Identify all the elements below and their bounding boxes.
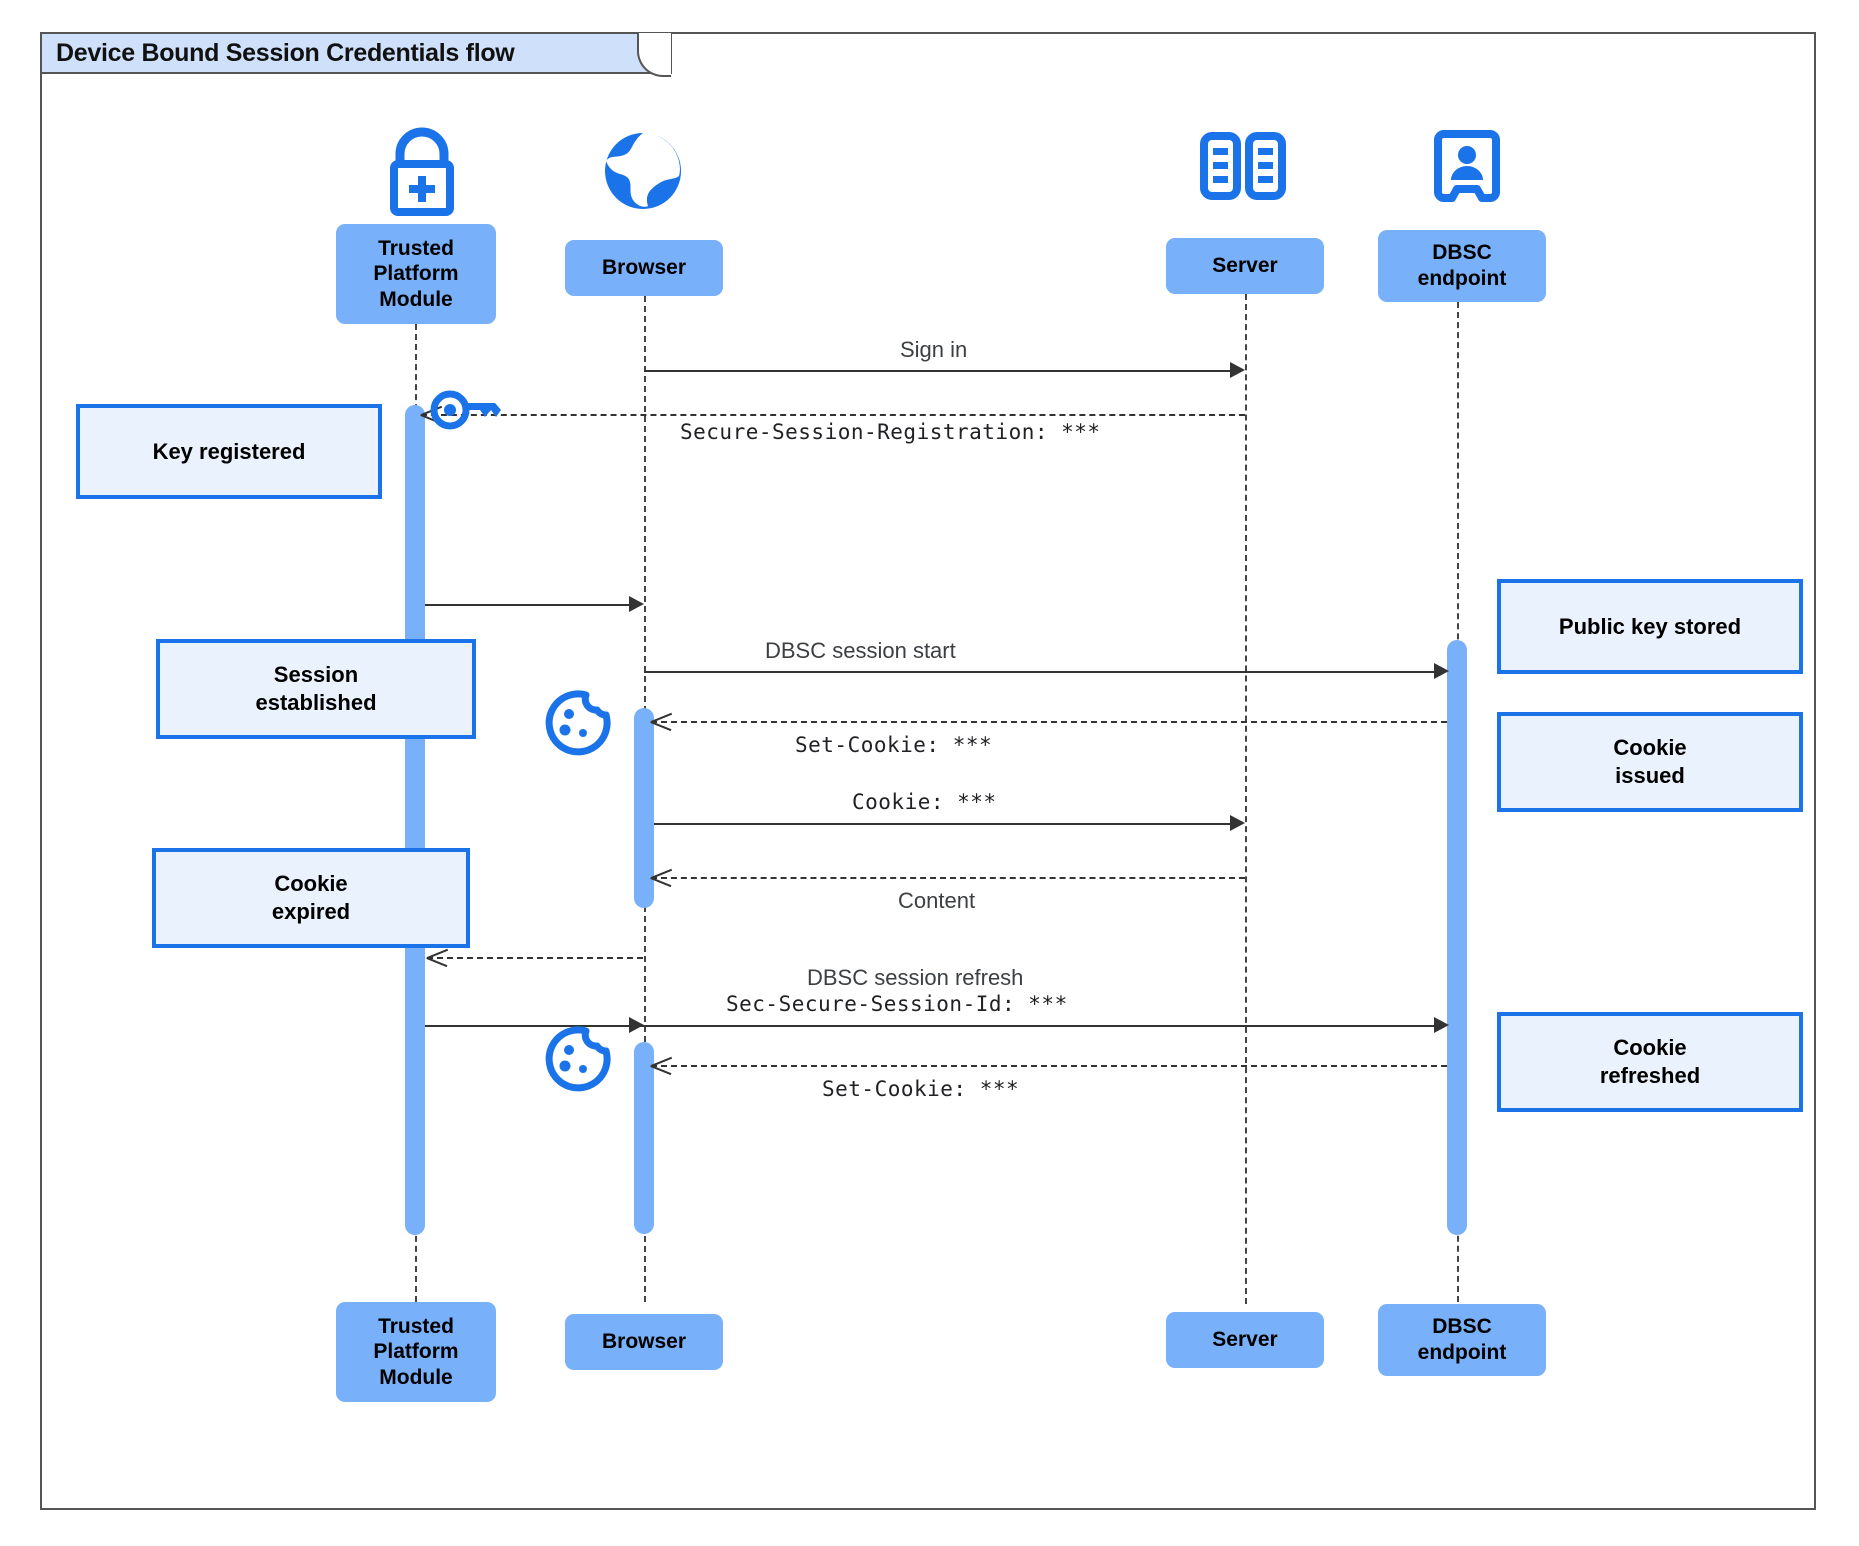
participant-label-line1: Trusted (378, 236, 454, 260)
arrowhead-right-icon (1230, 815, 1245, 831)
participant-label: Server (1212, 1328, 1278, 1352)
arrowhead-left-icon (650, 866, 673, 888)
note-text-line1: Cookie (274, 871, 348, 897)
note-session-established: Session established (156, 639, 476, 739)
message-label-set-cookie-1: Set-Cookie: *** (795, 733, 993, 757)
message-label-secure-session-registration: Secure-Session-Registration: *** (680, 420, 1101, 444)
arrowhead-left-icon (650, 1054, 673, 1076)
cookie-icon (545, 690, 611, 756)
message-label-set-cookie-2: Set-Cookie: *** (822, 1077, 1020, 1101)
note-text-line2: established (255, 690, 377, 715)
message-line-secure-session-registration (421, 414, 1245, 416)
participant-server-top[interactable]: Server (1166, 238, 1324, 294)
message-label-cookie: Cookie: *** (852, 790, 997, 814)
note-text: Key registered (152, 438, 306, 464)
participant-label-line3: Module (379, 1365, 453, 1389)
message-label-sign-in: Sign in (900, 337, 968, 362)
participant-label-line2: Platform (373, 262, 459, 286)
participant-label-line1: Trusted (378, 1314, 454, 1338)
lifeline-server (1245, 294, 1247, 1304)
server-rack-icon (1200, 132, 1286, 200)
message-line-set-cookie-1 (651, 721, 1447, 723)
id-badge-icon (1434, 130, 1500, 202)
note-text-line2: expired (271, 899, 351, 924)
participant-label-line2: endpoint (1417, 1341, 1507, 1364)
message-label-content: Content (898, 888, 976, 913)
arrowhead-right-icon (629, 596, 644, 612)
participant-label-line2: endpoint (1417, 267, 1507, 290)
participant-label: Server (1212, 254, 1278, 278)
activation-bar-tpm (405, 405, 425, 1235)
message-label-dbsc-session-refresh: DBSC session refresh (807, 965, 1024, 990)
arrowhead-right-icon (1230, 362, 1245, 378)
note-cookie-issued: Cookie issued (1497, 712, 1803, 812)
participant-tpm-top[interactable]: Trusted Platform Module (336, 224, 496, 324)
participant-label-line3: Module (379, 287, 453, 311)
page-title: Device Bound Session Credentials flow (56, 38, 515, 67)
message-label-sec-secure-session-id: Sec-Secure-Session-Id: *** (726, 992, 1068, 1016)
key-icon (428, 385, 502, 435)
participant-label-line1: DBSC (1432, 1315, 1492, 1339)
note-text-line2: issued (1615, 763, 1685, 788)
message-line-sign-in (644, 370, 1230, 372)
participant-label-line2: Platform (373, 1340, 459, 1364)
note-text-line1: Cookie (1613, 735, 1687, 761)
message-line-cookie (654, 823, 1230, 825)
arrowhead-left-icon (426, 946, 449, 968)
participant-server-bottom[interactable]: Server (1166, 1312, 1324, 1368)
cookie-icon (545, 1026, 611, 1092)
arrowhead-right-icon (1434, 663, 1449, 679)
activation-bar-dbsc (1447, 640, 1467, 1235)
note-text: Public key stored (1558, 613, 1742, 639)
arrowhead-left-icon (650, 710, 673, 732)
arrowhead-right-icon (1434, 1017, 1449, 1033)
participant-browser-bottom[interactable]: Browser (565, 1314, 723, 1370)
diagram-title-tab: Device Bound Session Credentials flow (40, 32, 672, 77)
note-cookie-refreshed: Cookie refreshed (1497, 1012, 1803, 1112)
participant-tpm-bottom[interactable]: Trusted Platform Module (336, 1302, 496, 1402)
note-text-line2: refreshed (1599, 1063, 1701, 1088)
participant-label: Browser (601, 1330, 687, 1354)
message-line-dbsc-session-start (644, 671, 1442, 673)
title-tab-clip (637, 33, 671, 77)
activation-bar-browser-1 (634, 708, 654, 908)
participant-browser-top[interactable]: Browser (565, 240, 723, 296)
globe-icon (600, 128, 686, 214)
note-key-registered: Key registered (76, 404, 382, 499)
message-line-set-cookie-2 (651, 1065, 1447, 1067)
note-cookie-expired: Cookie expired (152, 848, 470, 948)
arrowhead-right-icon (629, 1017, 644, 1033)
activation-bar-browser-2 (634, 1042, 654, 1234)
note-text-line1: Cookie (1613, 1035, 1687, 1061)
lock-plus-icon (370, 126, 474, 218)
participant-dbsc-top[interactable]: DBSC endpoint (1378, 230, 1546, 302)
message-line-content (651, 877, 1245, 879)
participant-label-line1: DBSC (1432, 241, 1492, 265)
message-line-tpm-to-browser (425, 604, 637, 606)
participant-label: Browser (601, 256, 687, 280)
message-label-dbsc-session-start: DBSC session start (765, 638, 956, 663)
message-line-dbsc-session-refresh (427, 957, 643, 959)
note-public-key-stored: Public key stored (1497, 579, 1803, 674)
note-text-line1: Session (273, 662, 359, 688)
participant-dbsc-bottom[interactable]: DBSC endpoint (1378, 1304, 1546, 1376)
message-line-sec-secure-session-id (425, 1025, 1442, 1027)
